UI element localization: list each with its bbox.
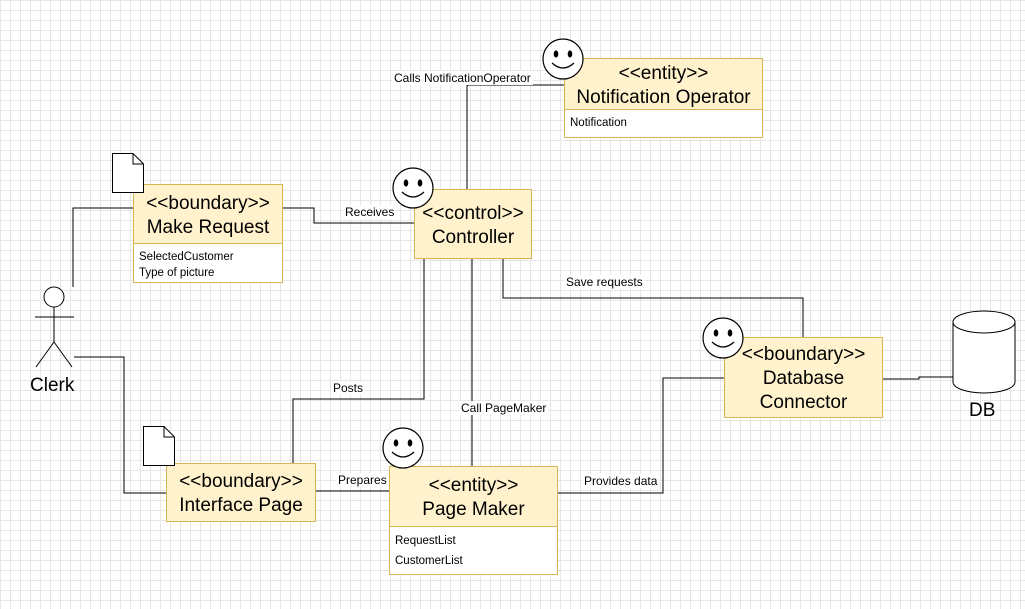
attribute-type-of-picture: Type of picture (139, 267, 215, 279)
edge-controller-database (502, 259, 804, 337)
label-calls-notification-operator: Calls NotificationOperator (392, 71, 533, 85)
database-connector-stereotype: <<boundary>> (741, 344, 866, 365)
database-cylinder-icon (952, 310, 1016, 394)
label-receives: Receives (343, 205, 397, 219)
label-posts: Posts (331, 381, 366, 395)
edge-make-request-controller (283, 207, 415, 224)
smiley-face-icon (392, 167, 434, 209)
document-icon (143, 426, 175, 466)
attribute-customer-list: CustomerList (395, 555, 463, 567)
make-request-name: Make Request (146, 217, 270, 238)
label-prepares: Prepares (336, 473, 389, 487)
smiley-face-icon (382, 427, 424, 469)
page-maker-name: Page Maker (422, 499, 525, 520)
controller-box[interactable]: <<control>> Controller (414, 189, 532, 259)
edge-controller-interface-page (292, 259, 425, 463)
page-maker-stereotype: <<entity>> (428, 475, 519, 496)
interface-page-stereotype: <<boundary>> (179, 471, 303, 492)
label-provides-data: Provides data (582, 474, 660, 488)
notification-operator-attributes: Notification (564, 109, 763, 138)
smiley-face-icon (702, 317, 744, 359)
attribute-request-list: RequestList (395, 535, 456, 547)
edge-controller-notification (466, 84, 565, 189)
database-connector-name-line2: Connector (759, 392, 848, 413)
edge-clerk-make-request (72, 207, 133, 287)
database-connector-box[interactable]: <<boundary>> Database Connector (724, 337, 883, 418)
make-request-attributes: SelectedCustomer Type of picture (133, 243, 283, 283)
make-request-stereotype: <<boundary>> (146, 193, 270, 214)
interface-page-name: Interface Page (179, 495, 303, 516)
notification-operator-name: Notification Operator (576, 87, 751, 108)
page-maker-attributes: RequestList CustomerList (389, 526, 558, 575)
stick-figure-icon (35, 286, 74, 368)
document-icon (112, 153, 144, 193)
label-save-requests: Save requests (564, 275, 645, 289)
notification-operator-box[interactable]: <<entity>> Notification Operator (564, 58, 763, 109)
notification-operator-stereotype: <<entity>> (618, 63, 709, 84)
page-maker-box[interactable]: <<entity>> Page Maker (389, 466, 558, 526)
edge-page-maker-database (558, 377, 725, 494)
controller-name: Controller (431, 227, 515, 248)
attribute-notification: Notification (570, 117, 627, 129)
controller-stereotype: <<control>> (422, 203, 524, 224)
edge-database-db (883, 376, 953, 380)
make-request-box[interactable]: <<boundary>> Make Request (133, 184, 283, 243)
interface-page-box[interactable]: <<boundary>> Interface Page (166, 463, 316, 522)
smiley-face-icon (542, 38, 584, 80)
edge-clerk-interface-page (74, 356, 166, 494)
attribute-selected-customer: SelectedCustomer (139, 251, 234, 263)
database-label-db: DB (969, 400, 996, 421)
actor-label-clerk: Clerk (30, 375, 75, 396)
label-call-pagemaker: Call PageMaker (459, 401, 549, 415)
database-connector-name-line1: Database (762, 368, 845, 389)
